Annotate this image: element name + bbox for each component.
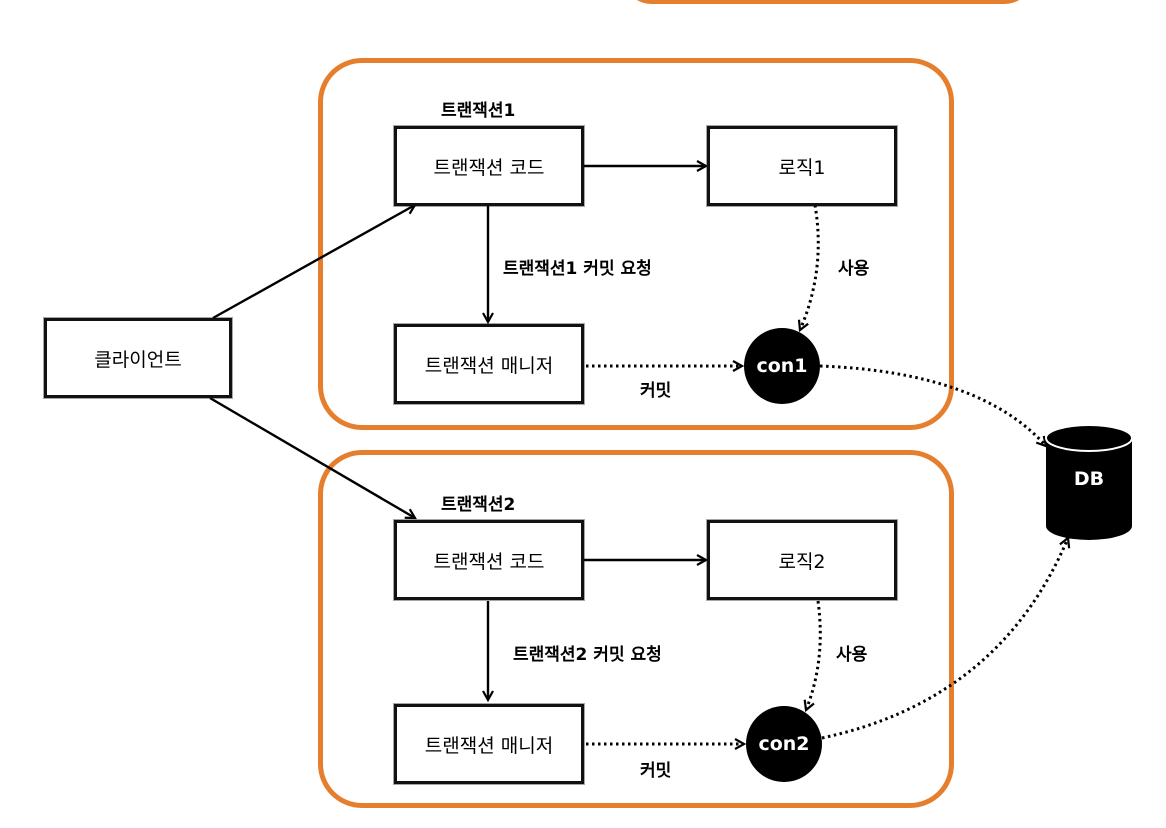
con2-node: con2: [746, 706, 822, 782]
tx2-commit-label: 커밋: [640, 761, 672, 781]
tx2-code-box: 트랜잭션 코드: [394, 520, 584, 600]
client-label: 클라이언트: [94, 348, 182, 371]
tx1-logic-box: 로직1: [707, 126, 897, 206]
database-icon: [1045, 424, 1133, 540]
client-box: 클라이언트: [44, 318, 232, 398]
arrow-con1-to-db: [819, 364, 1048, 448]
tx2-use-label: 사용: [836, 645, 868, 665]
tx1-use-label: 사용: [838, 259, 870, 279]
tx1-logic-label: 로직1: [778, 156, 826, 179]
transaction1-title: 트랜잭션1: [441, 101, 516, 121]
arrow-logic2-to-con2: [803, 600, 822, 713]
tx2-code-label: 트랜잭션 코드: [433, 550, 545, 573]
tx1-commit-request-label: 트랜잭션1 커밋 요청: [503, 259, 652, 279]
tx1-manager-label: 트랜잭션 매니저: [424, 354, 554, 377]
database-node: DB: [1044, 424, 1134, 542]
tx1-code-box: 트랜잭션 코드: [394, 126, 584, 206]
tx2-logic-label: 로직2: [778, 550, 826, 573]
tx1-code-label: 트랜잭션 코드: [433, 156, 545, 179]
tx2-manager-box: 트랜잭션 매니저: [394, 704, 584, 784]
tx2-manager-label: 트랜잭션 매니저: [424, 734, 554, 757]
arrow-logic1-to-con1: [797, 204, 820, 333]
transaction2-title: 트랜잭션2: [441, 495, 516, 515]
con2-label: con2: [758, 733, 810, 755]
tx2-commit-request-label: 트랜잭션2 커밋 요청: [513, 645, 662, 665]
tx1-commit-label: 커밋: [640, 381, 672, 401]
con1-label: con1: [756, 355, 808, 377]
database-label: DB: [1073, 468, 1105, 490]
transaction2-group: [318, 450, 954, 808]
transaction1-group: [318, 58, 954, 430]
arrow-client-to-tx2: [209, 396, 417, 520]
tx2-logic-box: 로직2: [707, 520, 897, 600]
arrow-client-to-tx1: [212, 203, 417, 320]
con1-node: con1: [744, 328, 820, 404]
tx1-manager-box: 트랜잭션 매니저: [394, 324, 584, 404]
